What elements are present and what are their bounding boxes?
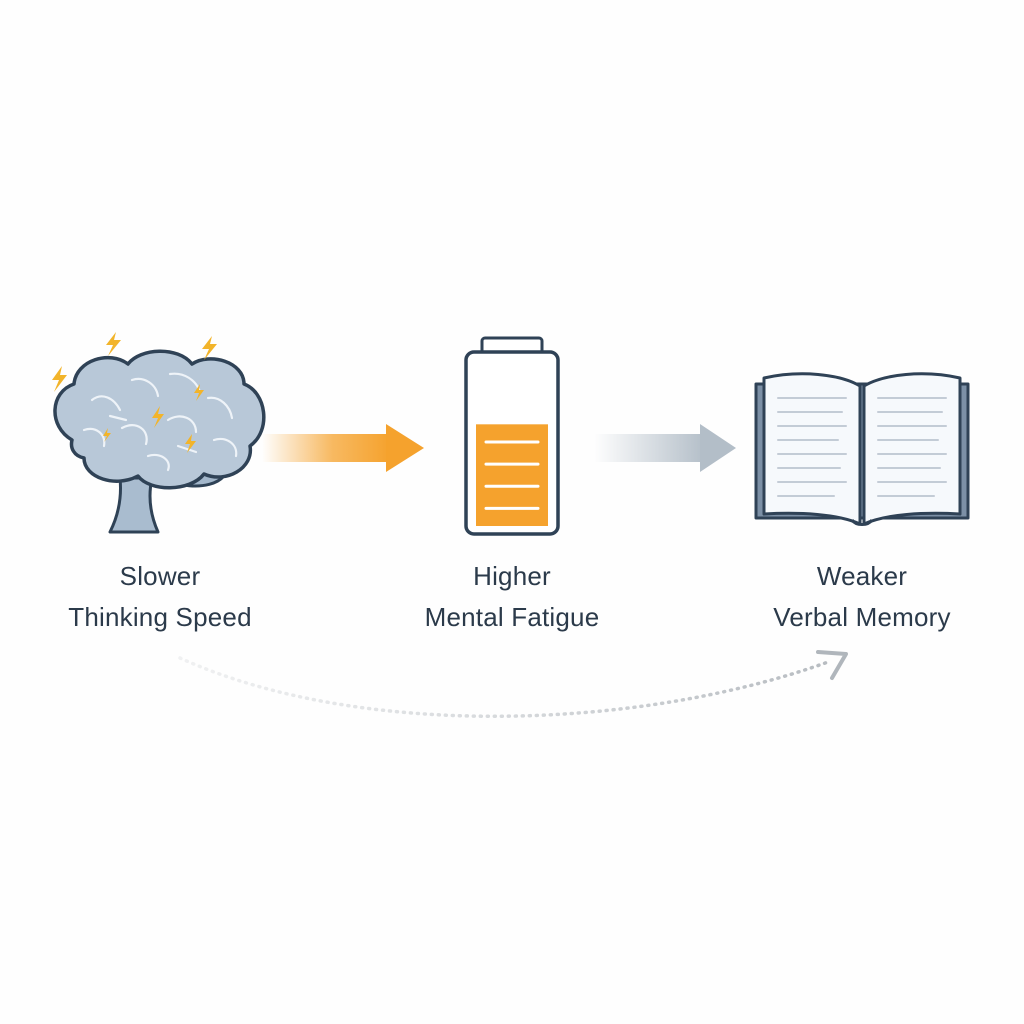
step-label-line1: Higher: [473, 561, 551, 591]
battery-icon: [464, 336, 560, 536]
arrow-right-icon: [262, 424, 424, 472]
step-label-line1: Slower: [119, 561, 201, 591]
step-label-line1: Weaker: [816, 561, 908, 591]
curved-arrow-icon: [178, 650, 848, 719]
step-label-verbal-memory: Weaker Verbal Memory: [682, 556, 1024, 638]
battery-level-fill: [476, 424, 548, 526]
step-label-line2: Verbal Memory: [773, 602, 951, 632]
brain-icon: [53, 349, 266, 534]
step-label-thinking-speed: Slower Thinking Speed: [0, 556, 340, 638]
spark-icon: [52, 332, 217, 392]
book-icon: [754, 372, 970, 526]
step-label-mental-fatigue: Higher Mental Fatigue: [332, 556, 692, 638]
arrow-right-icon: [594, 424, 736, 472]
step-label-line2: Thinking Speed: [68, 602, 252, 632]
step-label-line2: Mental Fatigue: [424, 602, 600, 632]
